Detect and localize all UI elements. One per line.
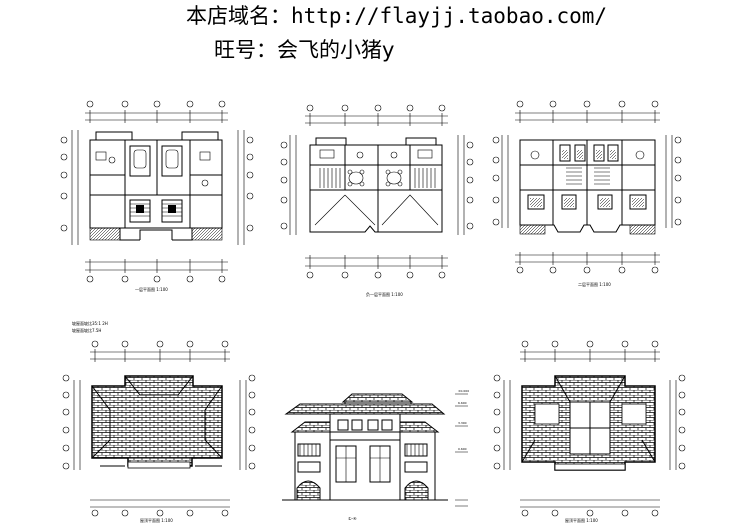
svg-text:屋顶平面图 1:100: 屋顶平面图 1:100 [565,517,598,523]
svg-text:屋顶平面图 1:100: 屋顶平面图 1:100 [140,517,173,523]
svg-text:一层平面图 1:100: 一层平面图 1:100 [135,286,168,292]
svg-text:±0.000: ±0.000 [458,389,469,393]
shop-domain-url[interactable]: http://flayjj.taobao.com/ [291,4,608,28]
shop-domain-label: 本店域名： [186,4,291,28]
second-floor-plan: 二层平面图 1:100 [492,100,682,287]
svg-text:坡屋面坡比35:1 2H: 坡屋面坡比35:1 2H [72,320,108,326]
roof-plan-left: 坡屋面坡比35:1 2H 坡屋面坡比7.5H 屋顶平面图 1:100 [62,320,256,523]
front-elevation: ±0.000 6.600 3.300 0.600 ①-④ [282,389,469,521]
svg-text:0.600: 0.600 [458,447,467,451]
svg-text:负一层平面图 1:100: 负一层平面图 1:100 [366,291,403,297]
svg-text:坡屋面坡比7.5H: 坡屋面坡比7.5H [72,327,101,333]
svg-text:二层平面图 1:100: 二层平面图 1:100 [578,281,611,287]
svg-text:①-④: ①-④ [348,516,357,521]
basement-plan: 负一层平面图 1:100 [280,104,474,297]
svg-text:3.300: 3.300 [458,421,467,425]
wangwang-name: 会飞的小猪y [277,38,395,62]
wangwang-line: 旺号：会飞的小猪y [214,38,394,62]
ground-floor-plan: 一层平面图 1:100 [60,100,254,292]
wangwang-label: 旺号： [214,38,277,62]
svg-text:6.600: 6.600 [458,401,467,405]
roof-plan-right: 屋顶平面图 1:100 [493,340,686,523]
shop-domain-line: 本店域名：http://flayjj.taobao.com/ [186,4,607,28]
